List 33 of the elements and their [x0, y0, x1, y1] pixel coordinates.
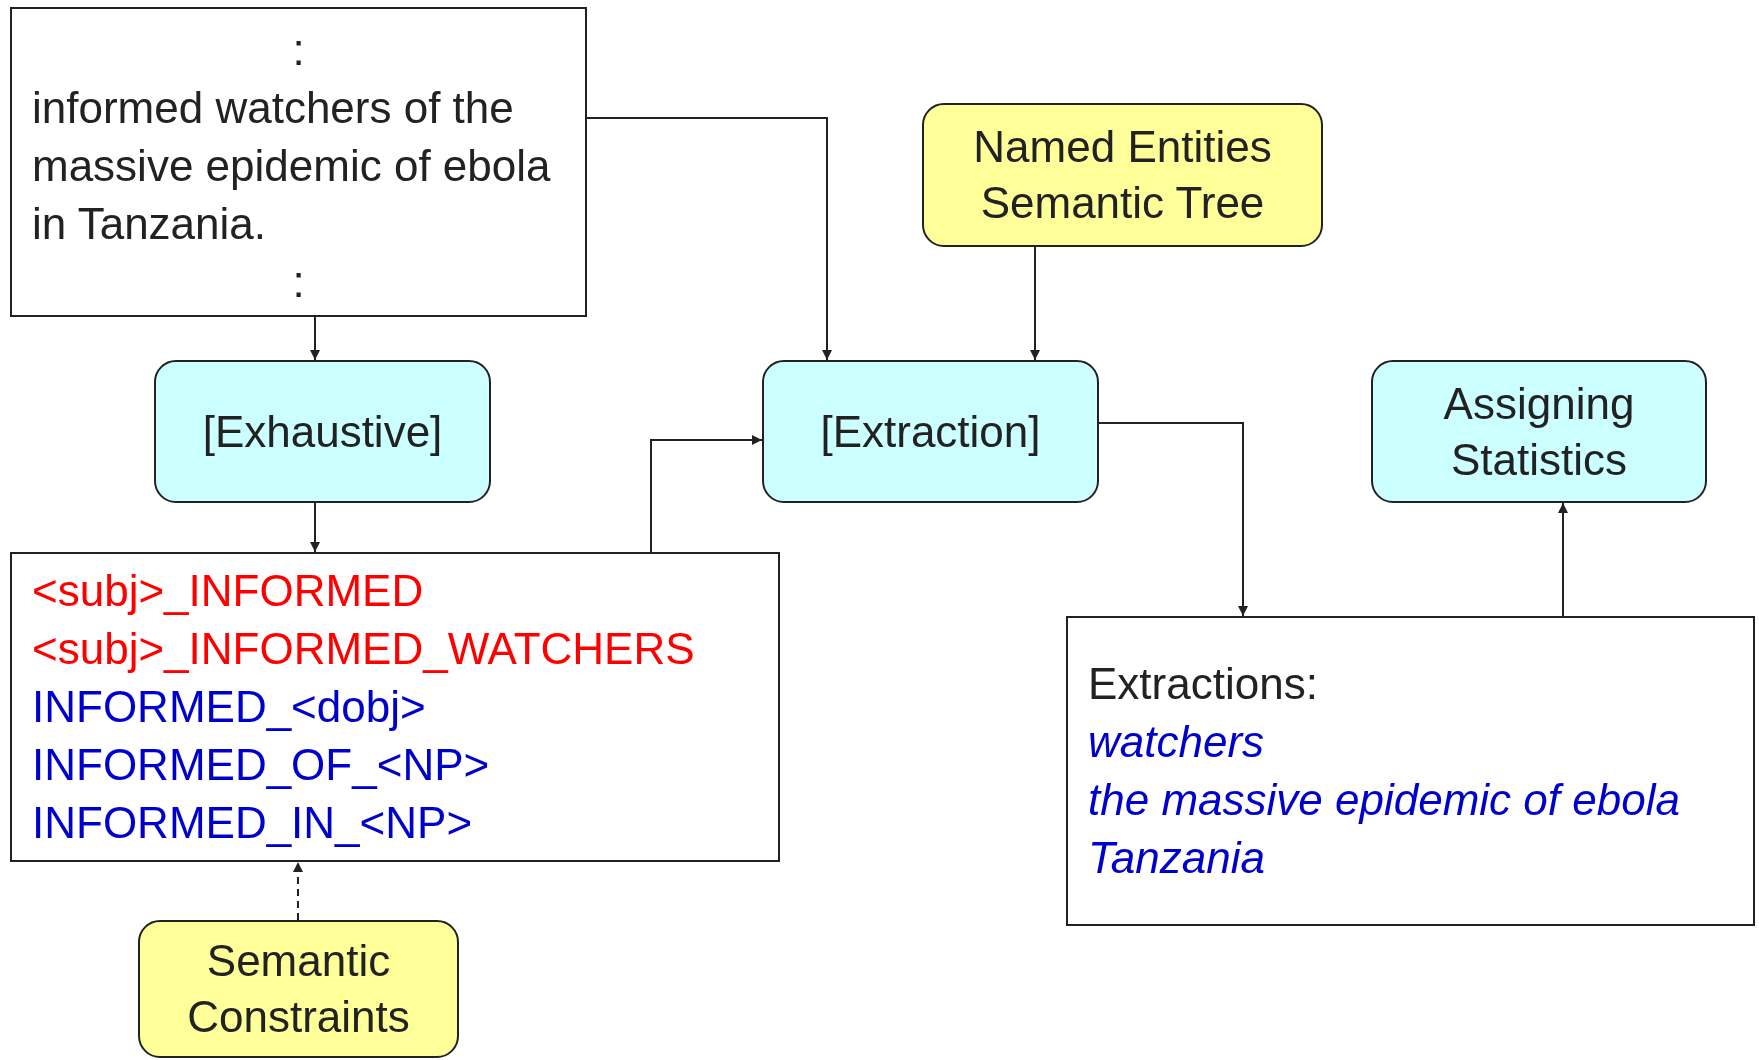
node-text: [Extraction]: [820, 405, 1041, 458]
arrow: [586, 117, 832, 361]
node-text: INFORMED_IN_<NP>: [32, 797, 474, 849]
node-text: Semantic Constraints: [186, 935, 411, 1043]
arrow: [310, 502, 320, 553]
node-text: <subj>_INFORMED: [32, 565, 425, 617]
arrow: [650, 435, 763, 553]
node-text: Tanzania: [1088, 832, 1266, 884]
node-text: Extractions:: [1088, 658, 1319, 710]
arrow: [310, 316, 320, 361]
list-box: [1066, 616, 1755, 926]
node-text: <subj>_INFORMED_WATCHERS: [32, 623, 696, 675]
node-text: Named Entities Semantic Tree: [972, 121, 1273, 229]
node-text: [Exhaustive]: [202, 405, 443, 458]
dashed-arrow: [293, 861, 303, 921]
node-text: the massive epidemic of ebola: [1088, 774, 1681, 826]
node-text: Assigning Statistics: [1442, 377, 1636, 486]
arrow: [1030, 246, 1040, 361]
node-text: informed watchers of the massive epidemic of ebola in Tanzania.: [32, 82, 552, 250]
process-box: [154, 360, 491, 503]
source-box: [922, 103, 1323, 247]
node-text: :: [291, 24, 306, 76]
process-box: [1371, 360, 1707, 503]
process-box: [762, 360, 1099, 503]
arrow: [1098, 422, 1248, 617]
node-text: watchers: [1088, 716, 1266, 768]
node-text: INFORMED_<dobj>: [32, 681, 427, 733]
list-box: [10, 552, 780, 862]
document-box: [10, 7, 587, 317]
node-text: :: [291, 256, 306, 308]
source-box: [138, 920, 459, 1058]
arrow: [1558, 502, 1568, 617]
node-text: INFORMED_OF_<NP>: [32, 739, 491, 791]
